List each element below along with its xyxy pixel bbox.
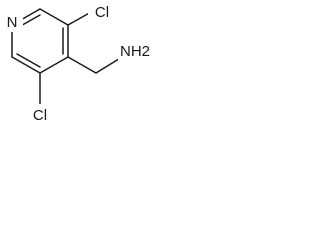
chlorine-top-atom-label: Cl [95,4,109,21]
chlorine-bottom-atom-label: Cl [33,107,47,124]
bond-c4-ch2 [67,56,97,74]
amine-label-bg [118,40,152,64]
bond-ring-c5-c6 [11,56,41,74]
bond-ring-c4-c5 [39,56,69,74]
bond-ring-c2-c3 [39,8,69,26]
bond-ch2-n [95,56,123,74]
bond-ring-c5-c6-double [16,53,41,68]
chemical-structure-diagram: N Cl Cl NH2 [1,0,152,126]
pyridine-ring [11,8,69,74]
chlorine-bottom-label-bg [26,104,54,126]
nitrogen-label-bg [1,10,23,32]
atom-labels: N Cl Cl NH2 [1,0,152,126]
nitrogen-atom-label: N [7,14,18,31]
amine-atom-label: NH2 [120,43,150,60]
substituent-bonds [39,10,123,109]
chlorine-top-label-bg [88,0,116,22]
